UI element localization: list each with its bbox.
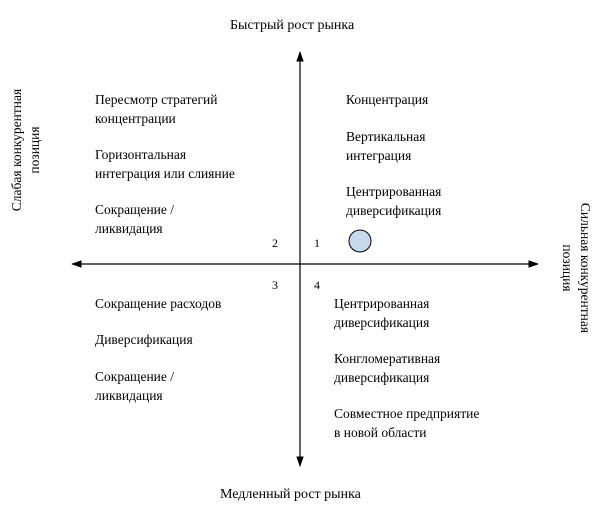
quadrant1-item-line2: диверсификация <box>346 203 442 218</box>
quadrant-number-4: 4 <box>314 278 320 292</box>
quadrant4-item: Совместное предприятие в новой области <box>334 404 479 442</box>
quadrant3-item-line1: Диверсификация <box>95 332 193 347</box>
quadrant4-item-line1: Центрированная <box>334 296 430 311</box>
position-marker-circle <box>348 229 372 253</box>
quadrant1-item: Вертикальная интеграция <box>346 127 425 165</box>
quadrant3-item-line2: ликвидация <box>95 388 163 403</box>
quadrant2-item-line2: интеграция или слияние <box>95 166 235 181</box>
quadrant3-item: Сокращение / ликвидация <box>95 367 174 405</box>
quadrant2-item-line1: Горизонтальная <box>95 147 187 162</box>
quadrant4-item-line1: Совместное предприятие <box>334 406 480 421</box>
quadrant4-item-line2: диверсификация <box>334 315 430 330</box>
quadrant4-item-line1: Конгломеративная <box>334 351 441 366</box>
quadrant-number-3: 3 <box>272 278 278 292</box>
quadrant-number-1: 1 <box>314 236 320 250</box>
left-axis-label-line2: позиция <box>27 126 42 174</box>
quadrant2-item: Пересмотр стратегий концентрации <box>95 90 217 128</box>
quadrant-number-2: 2 <box>272 236 278 250</box>
quadrant4-item-line2: в новой области <box>334 425 427 440</box>
quadrant2-item: Горизонтальная интеграция или слияние <box>95 145 235 183</box>
quadrant3-item-line1: Сокращение / <box>95 369 175 384</box>
quadrant1-item-line1: Центрированная <box>346 184 442 199</box>
right-axis-label-line2: позиция <box>560 244 575 292</box>
quadrant1-item: Центрированная диверсификация <box>346 182 441 220</box>
right-axis-label: Сильная конкурентная позиция <box>554 188 594 348</box>
quadrant2-item-line2: концентрации <box>95 111 176 126</box>
quadrant1-item: Концентрация <box>346 90 428 109</box>
left-axis-label: Слабая конкурентная позиция <box>8 70 48 230</box>
bottom-axis-label: Медленный рост рынка <box>220 487 361 502</box>
quadrant4-item-line2: диверсификация <box>334 370 430 385</box>
quadrant2-item-line1: Сокращение / <box>95 202 175 217</box>
quadrant2-item-line1: Пересмотр стратегий <box>95 92 218 107</box>
left-axis-label-line1: Слабая конкурентная <box>9 88 24 212</box>
right-axis-label-line1: Сильная конкурентная <box>578 202 593 334</box>
quadrant3-item: Диверсификация <box>95 330 193 349</box>
quadrant3-item: Сокращение расходов <box>95 294 221 313</box>
quadrant4-item: Центрированная диверсификация <box>334 294 429 332</box>
quadrant4-item: Конгломеративная диверсификация <box>334 349 440 387</box>
quadrant2-item-line2: ликвидация <box>95 221 163 236</box>
quadrant2-item: Сокращение / ликвидация <box>95 200 174 238</box>
quadrant1-item-line1: Вертикальная <box>346 129 426 144</box>
quadrant3-item-line1: Сокращение расходов <box>95 296 222 311</box>
top-axis-label: Быстрый рост рынка <box>230 18 355 33</box>
quadrant1-item-line1: Концентрация <box>346 92 429 107</box>
quadrant1-item-line2: интеграция <box>346 148 412 163</box>
